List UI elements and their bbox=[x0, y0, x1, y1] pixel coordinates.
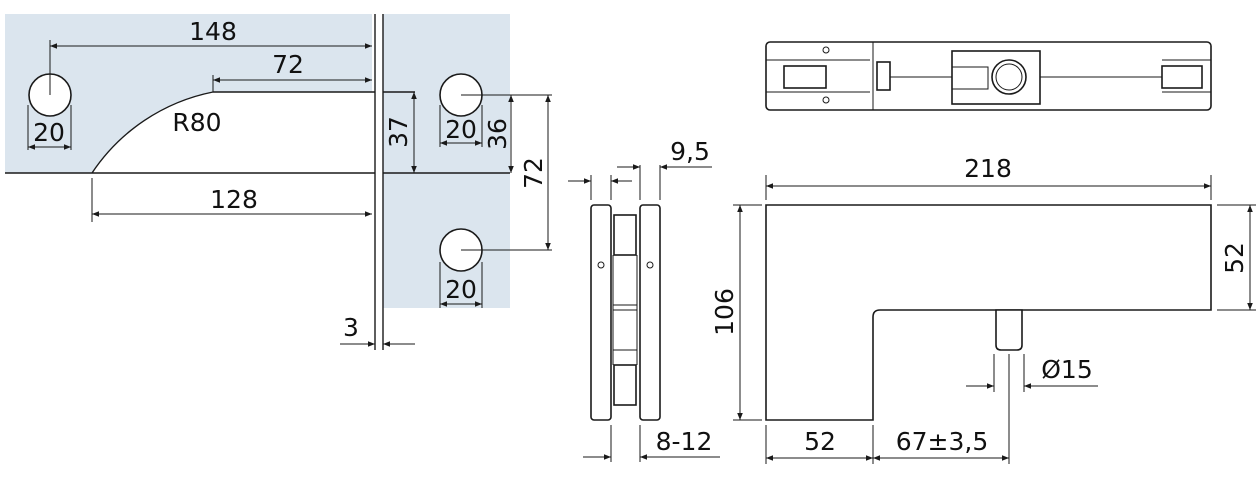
dim-52-bottom: 52 bbox=[804, 427, 836, 456]
dim-gap-3: 3 bbox=[343, 313, 359, 342]
dim-72-top: 72 bbox=[272, 50, 304, 79]
dim-67: 67±3,5 bbox=[896, 427, 989, 456]
dim-8-12: 8-12 bbox=[656, 427, 713, 456]
dim-9-5: 9,5 bbox=[670, 137, 710, 166]
dim-52-right: 52 bbox=[1220, 242, 1249, 274]
dim-148: 148 bbox=[189, 17, 237, 46]
dim-128: 128 bbox=[210, 185, 258, 214]
dim-72-vertical: 72 bbox=[519, 157, 548, 189]
dim-hole-right-top: 20 bbox=[445, 115, 477, 144]
top-view-drawing bbox=[765, 41, 1212, 111]
front-view-drawing: 218 52 106 Ø15 52 67±3,5 bbox=[710, 154, 1256, 464]
dim-106: 106 bbox=[710, 288, 739, 336]
glass-panel-left bbox=[5, 14, 372, 173]
dim-diameter-15: Ø15 bbox=[1041, 355, 1093, 384]
side-view-drawing: 9,5 8-12 bbox=[568, 137, 720, 462]
dim-hole-left: 20 bbox=[33, 118, 65, 147]
dim-37: 37 bbox=[384, 116, 413, 148]
dim-218: 218 bbox=[964, 154, 1012, 183]
glass-cutout-drawing: 148 72 R80 20 128 37 20 36 72 20 bbox=[5, 14, 552, 350]
dim-36: 36 bbox=[483, 118, 512, 150]
dim-hole-right-bottom: 20 bbox=[445, 275, 477, 304]
radius-r80: R80 bbox=[172, 108, 221, 137]
